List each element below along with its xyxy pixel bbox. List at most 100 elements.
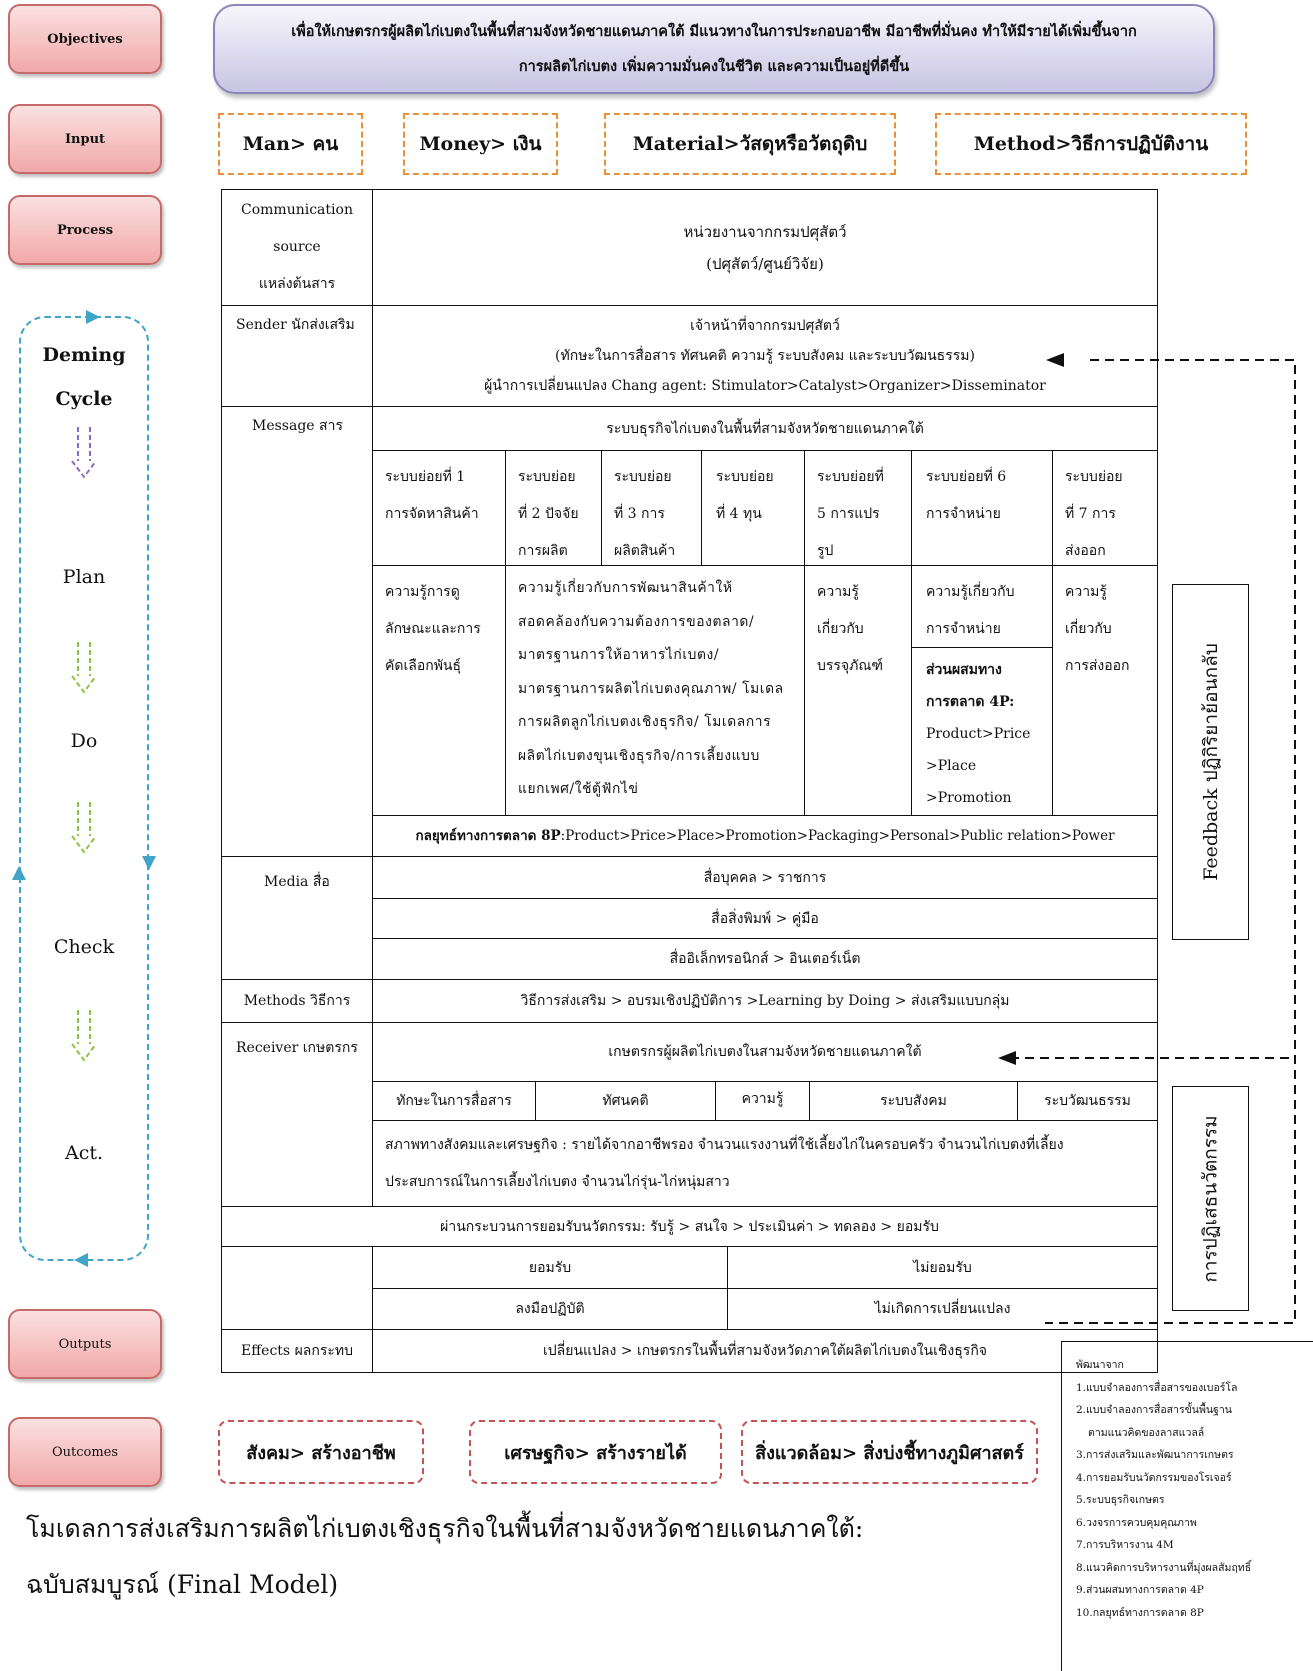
input-pill: Input [8,104,162,174]
rejection-box: การปฏิเสธนวัตกรรม [1172,1086,1249,1311]
knowledge-2-line-6: ผลิตไก่เบตงขุนเชิงธุรกิจ/การเลี้ยงแบบ [518,747,760,764]
socio-line-1: สภาพทางสังคมและเศรษฐกิจ : รายได้จากอาชีพ… [385,1137,1064,1153]
knowledge-1-line-3: คัดเลือกพันธุ์ [385,658,462,674]
down-arrow-green-icon [71,1010,97,1062]
receiver-trait-1-text: ทักษะในการสื่อสาร [396,1093,512,1109]
receiver-trait-2-text: ทัศนคติ [602,1093,649,1109]
knowledge-2-line-5: การผลิตลูกไก่เบตงเชิงธุรกิจ/ โมเดลการ [518,714,772,730]
outcome-economic-label: เศรษฐกิจ> สร้างรายได้ [504,1442,687,1464]
subsystem-5-line-3: รูป [817,543,834,559]
deming-step-do: Do [70,730,98,752]
outputs-label: Outputs [58,1336,112,1352]
feedback-line-outer [1045,359,1296,1324]
cycle-arrowheads [12,310,156,1267]
adoption-process-text: ผ่านกระบวนการยอมรับนวัตกรรม: รับรู้ > สน… [440,1218,939,1235]
message-label-text: Message สาร [252,418,343,434]
comm-value-line-2: (ปศุสัตว์/ศูนย์วิจัย) [706,254,824,273]
knowledge-5-line-1: ความรู้ [817,584,859,600]
source-item: 8.แนวคิดการบริหารงานที่มุ่งผลสัมฤทธิ์ [1076,1561,1252,1574]
socio-line-2: ประสบการณ์ในการเลี้ยงไก่เบตง จำนวนไก่รุ่… [385,1174,730,1190]
outcomes-label: Outcomes [51,1444,119,1460]
marketing-4p-item-2: >Place [926,758,977,774]
comm-value-line-1: หน่วยงานจากกรมปศุสัตว์ [683,222,847,241]
deming-title-1: Deming [42,344,126,366]
input-method: Method>วิธีการปฏิบัติงาน [935,113,1247,175]
cycle-arrow-left-icon [12,866,26,880]
objectives-label: Objectives [47,31,123,47]
subsystem-4-line-1: ระบบย่อย [716,469,774,485]
knowledge-2-line-4: มาตรฐานการผลิตไก่เบตงคุณภาพ/ โมเดล [518,680,784,697]
input-man-label: Man> คน [242,133,339,155]
subsystem-7-line-2: ที่ 7 การ [1065,506,1116,522]
strategy-8p-title: กลยุทธ์ทางการตลาด 8P [415,828,561,844]
sender-line-1: เจ้าหน้าที่จากกรมปศุสัตว์ [690,318,840,334]
receiver-trait-3-text: ความรู้ [741,1091,784,1107]
knowledge-5-line-3: บรรจุภัณฑ์ [817,658,883,674]
source-item: 4.การยอมรับนวัตกรรมของโรเจอร์ [1076,1471,1232,1484]
knowledge-7-line-2: เกี่ยวกับ [1065,621,1112,637]
cycle-arrow-right-icon [142,856,156,870]
methods-value-text: วิธีการส่งเสริม > อบรมเชิงปฏิบัติการ >Le… [520,993,1010,1009]
down-arrow-purple-icon [71,427,97,479]
methods-label-text: Methods วิธีการ [243,993,351,1009]
outcomes-pill: Outcomes [8,1417,162,1487]
sender-line-3: ผู้นำการเปลี่ยนแปลง Chang agent: Stimula… [484,378,1046,394]
practice-text: ลงมือปฏิบัติ [515,1301,585,1317]
subsystem-2-line-3: การผลิต [518,543,568,559]
knowledge-2-line-2: สอดคล้องกับความต้องการของตลาด/ [518,613,755,630]
marketing-4p-title-2: การตลาด 4P: [926,694,1015,710]
media-row-2-text: สื่อสิ่งพิมพ์ > คู่มือ [711,910,819,927]
source-item: ตามแนวคิดของลาสแวลล์ [1088,1426,1205,1439]
objective-line-1: เพื่อให้เกษตรกรผู้ผลิตไก่เบตงในพื้นที่สา… [291,23,1137,40]
caption-line-2: ฉบับสมบูรณ์ (Final Model) [26,1570,339,1599]
receiver-label-text: Receiver เกษตรกร [236,1040,358,1056]
outcome-environment-label: สิ่งแวดล้อม> สิ่งบ่งชี้ทางภูมิศาสตร์ [755,1442,1024,1464]
media-label-text: Media สื่อ [264,874,330,890]
receiver-value-text: เกษตรกรผู้ผลิตไก่เบตงในสามจังหวัดชายแดนภ… [608,1044,922,1060]
cycle-arrow-bottom-icon [74,1253,88,1267]
effects-value-text: เปลี่ยนแปลง > เกษตรกรในพื้นที่สามจังหวัด… [542,1343,987,1359]
sender-label-text: Sender นักส่งเสริม [236,317,355,333]
outcome-environment: สิ่งแวดล้อม> สิ่งบ่งชี้ทางภูมิศาสตร์ [741,1420,1038,1484]
subsystem-3-line-3: ผลิตสินค้า [614,543,676,559]
input-money-label: Money> เงิน [419,133,542,155]
feedback-box: Feedback ปฏิกิริยาย้อนกลับ [1172,584,1249,940]
subsystem-5: ระบบย่อยที่ 5 การแปรรูป [804,450,912,566]
subsystem-2-line-1: ระบบย่อย [518,469,576,485]
subsystem-7-line-1: ระบบย่อย [1065,469,1123,485]
sources-title: พัฒนาจาก [1076,1359,1124,1371]
source-item: 6.วงจรการควบคุมคุณภาพ [1076,1516,1197,1529]
outcome-social: สังคม> สร้างอาชีพ [218,1420,424,1484]
input-method-label: Method>วิธีการปฏิบัติงาน [973,133,1209,155]
media-row-1-text: สื่อบุคคล > ราชการ [703,869,827,886]
subsystem-7-line-3: ส่งออก [1065,543,1106,559]
marketing-4p-title-1: ส่วนผสมทาง [926,662,1002,678]
subsystem-3-line-2: ที่ 3 การ [614,506,665,522]
down-arrow-green-icon [71,642,97,694]
process-pill: Process [8,195,162,265]
knowledge-7-line-3: การส่งออก [1065,658,1130,674]
deming-step-check: Check [53,936,115,958]
no-change-text: ไม่เกิดการเปลี่ยนแปลง [874,1301,1011,1317]
subsystem-4-line-2: ที่ 4 ทุน [716,506,762,522]
knowledge-6-line-1: ความรู้เกี่ยวกับ [926,584,1015,600]
subsystem-5-line-1: ระบบย่อยที่ [817,469,884,485]
accept-text: ยอมรับ [528,1259,572,1276]
process-label: Process [56,222,114,238]
outputs-pill: Outputs [8,1309,162,1379]
knowledge-7-line-1: ความรู้ [1065,584,1107,600]
subsystem-1-line-1: ระบบย่อยที่ 1 [385,469,466,485]
knowledge-6-line-2: การจำหน่าย [926,621,1001,637]
source-item: 5.ระบบธุรกิจเกษตร [1076,1494,1165,1506]
knowledge-1-line-1: ความรู้การดู [385,584,460,600]
knowledge-2-line-1: ความรู้เกี่ยวกับการพัฒนาสินค้าให้ [518,580,733,596]
subsystem-5-line-2: 5 การแปร [817,506,880,522]
input-material: Material>วัสดุหรือวัตถุดิบ [604,113,896,175]
source-item: 3.การส่งเสริมและพัฒนาการเกษตร [1076,1449,1234,1461]
strategy-8p-items: :Product>Price>Place>Promotion>Packaging… [560,828,1115,844]
subsystem-7: ระบบย่อยที่ 7 การส่งออก [1052,450,1158,566]
sender-value: เจ้าหน้าที่จากกรมปศุสัตว์(ทักษะในการสื่อ… [372,305,1158,407]
